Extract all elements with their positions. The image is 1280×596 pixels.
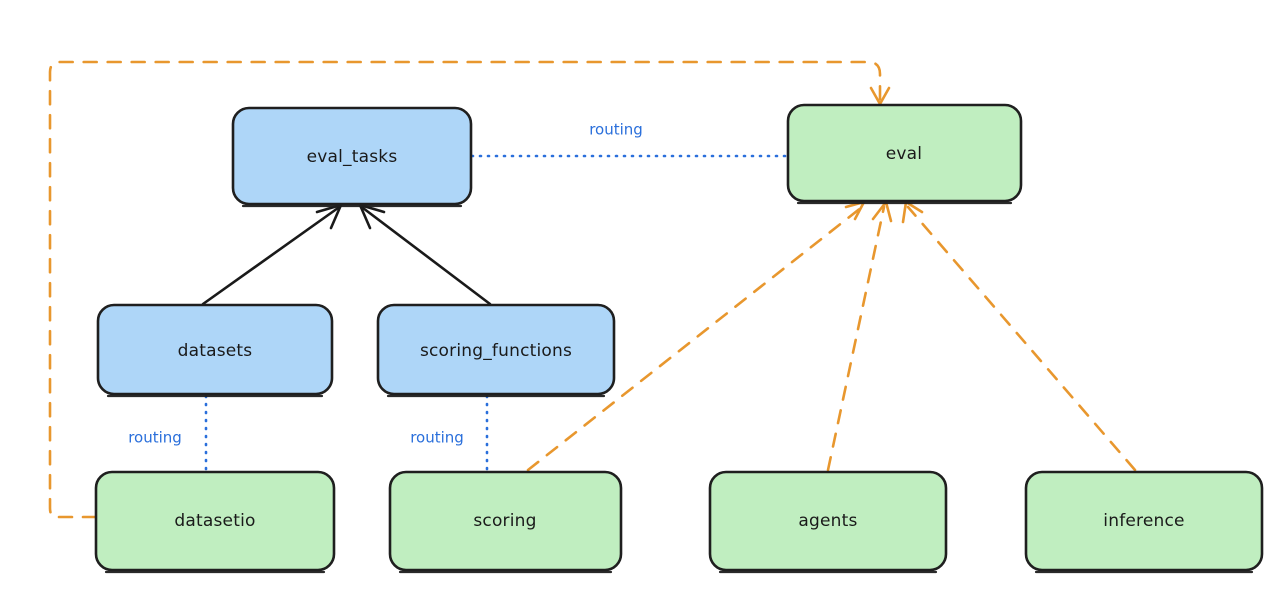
node-agents[interactable]: agents	[708, 470, 948, 574]
node-eval-label: eval	[886, 144, 922, 164]
node-eval_tasks-label: eval_tasks	[307, 147, 398, 167]
solid-edges-group	[201, 203, 492, 306]
edge-label-routing-datasetio: routing	[128, 429, 182, 447]
node-datasets[interactable]: datasets	[96, 303, 334, 398]
node-eval-shape	[786, 103, 1023, 203]
edge-scoring_functions-eval_tasks	[358, 203, 492, 306]
node-scoring_functions-shape	[376, 303, 616, 396]
node-datasets-shape	[96, 303, 334, 396]
node-inference-label: inference	[1103, 511, 1184, 531]
node-scoring[interactable]: scoring	[388, 470, 623, 574]
node-datasetio-shape	[94, 470, 336, 572]
edge-label-routing-eval: routing	[589, 121, 643, 139]
node-scoring-shape	[388, 470, 623, 572]
edge-agents-eval	[826, 200, 893, 472]
edge-labels-group: routing routing routing	[128, 121, 643, 447]
edge-datasets-eval_tasks	[201, 203, 343, 306]
node-agents-label: agents	[798, 511, 857, 531]
node-datasetio-label: datasetio	[174, 511, 255, 531]
node-eval[interactable]: eval	[786, 103, 1023, 205]
node-eval_tasks-shape	[231, 106, 473, 206]
node-scoring_functions[interactable]: scoring_functions	[376, 303, 616, 398]
node-inference[interactable]: inference	[1024, 470, 1264, 574]
node-datasets-label: datasets	[178, 341, 253, 361]
nodes-group: eval_tasks eval datasets scoring_functio…	[94, 103, 1264, 574]
node-eval_tasks[interactable]: eval_tasks	[231, 106, 473, 208]
edge-inference-eval	[901, 200, 1137, 472]
node-datasetio[interactable]: datasetio	[94, 470, 336, 574]
edge-label-routing-scoring: routing	[410, 429, 464, 447]
node-scoring-label: scoring	[473, 511, 536, 531]
node-agents-shape	[708, 470, 948, 572]
node-scoring_functions-label: scoring_functions	[420, 341, 572, 361]
node-inference-shape	[1024, 470, 1264, 572]
